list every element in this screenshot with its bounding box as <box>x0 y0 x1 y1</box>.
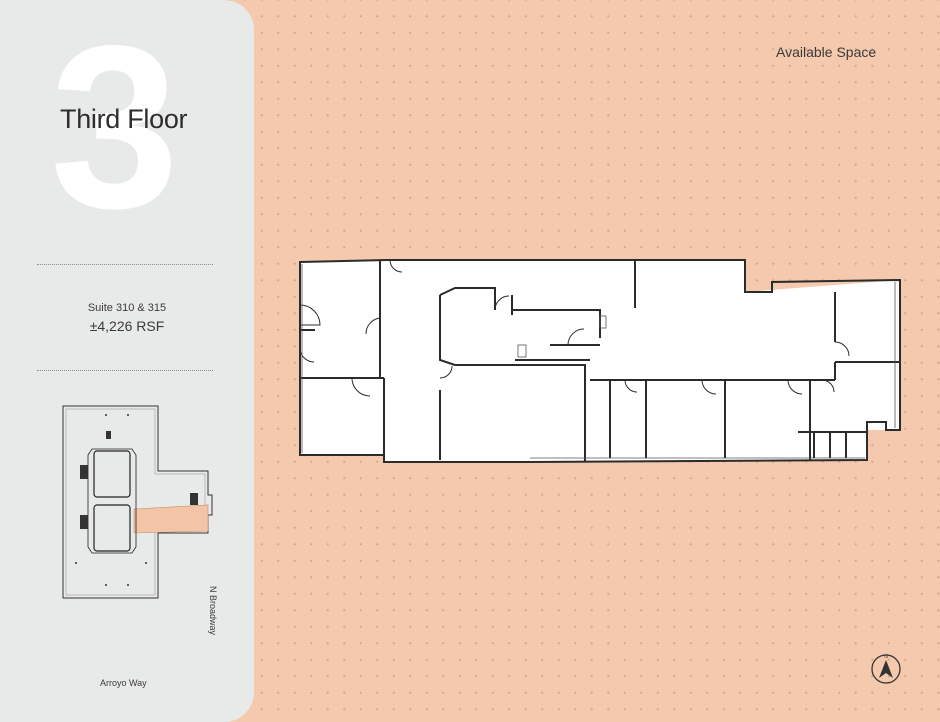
street-label-bottom: Arroyo Way <box>100 678 147 688</box>
suite-area-fill <box>300 260 900 462</box>
key-plan-map <box>62 405 213 599</box>
street-label-right: N Broadway <box>208 586 218 636</box>
north-arrow-icon: N <box>871 654 901 684</box>
north-label: N <box>884 654 888 660</box>
legend-available-space: Available Space <box>776 44 877 60</box>
divider <box>37 264 213 265</box>
floor-title: Third Floor <box>60 104 188 134</box>
available-space-highlight <box>133 504 209 534</box>
floor-plan-drawing <box>299 259 901 463</box>
suite-area: ±4,226 RSF <box>89 318 165 334</box>
sidebar: 3 Third Floor Suite 310 & 315 ±4,226 RSF <box>0 0 254 722</box>
divider <box>37 370 213 371</box>
suite-name: Suite 310 & 315 <box>87 302 167 314</box>
floor-number-graphic: 3 <box>50 0 179 257</box>
